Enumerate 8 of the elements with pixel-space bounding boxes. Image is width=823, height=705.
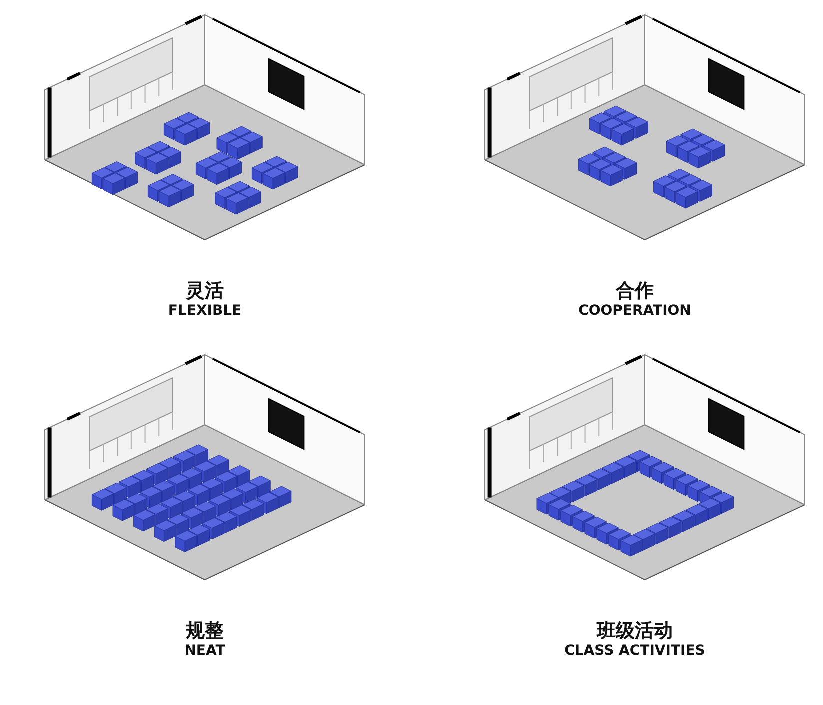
room-title: 灵活 — [185, 279, 225, 304]
room-subtitle: COOPERATION — [578, 303, 692, 319]
room-title: 规整 — [184, 619, 225, 644]
room-title: 班级活动 — [596, 619, 674, 644]
room-subtitle: FLEXIBLE — [167, 303, 243, 319]
room-subtitle: NEAT — [184, 643, 226, 659]
room-title: 合作 — [614, 279, 655, 304]
room-subtitle: CLASS ACTIVITIES — [564, 643, 706, 659]
